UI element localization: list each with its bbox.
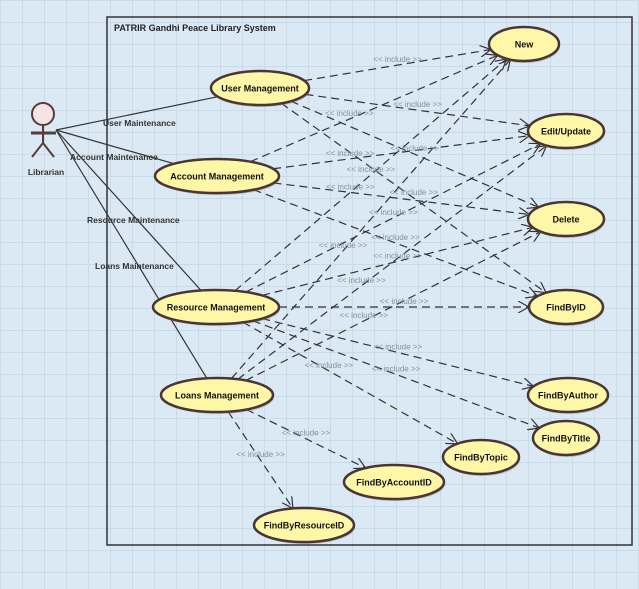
include-label: << include >> bbox=[374, 342, 423, 351]
include-label: << include >> bbox=[373, 55, 422, 64]
include-edge bbox=[250, 55, 497, 163]
actor-name: Librarian bbox=[28, 167, 64, 177]
include-label: << include >> bbox=[371, 233, 420, 242]
use-case-label: New bbox=[515, 39, 535, 49]
use-case-findbyauthor[interactable]: FindByAuthor bbox=[526, 376, 610, 414]
include-edge bbox=[261, 227, 533, 296]
use-case-findbyresourceid[interactable]: FindByResourceID bbox=[252, 506, 356, 544]
include-label: << include >> bbox=[390, 144, 439, 153]
use-case-ellipse bbox=[526, 376, 610, 414]
use-case-label: FindByTopic bbox=[454, 452, 508, 462]
use-case-findbytitle[interactable]: FindByTitle bbox=[531, 419, 601, 457]
include-label: << include >> bbox=[282, 429, 331, 438]
include-label: << include >> bbox=[347, 165, 396, 174]
association-line bbox=[55, 129, 175, 165]
use-case-resource[interactable]: Resource Management bbox=[151, 288, 281, 326]
use-case-label: FindByResourceID bbox=[264, 520, 345, 530]
include-label: << include >> bbox=[380, 297, 429, 306]
actor-librarian[interactable]: Librarian bbox=[28, 102, 64, 177]
use-case-user[interactable]: User Management bbox=[209, 69, 311, 107]
use-case-ellipse bbox=[526, 112, 606, 150]
include-edge bbox=[227, 411, 293, 509]
include-label: << include >> bbox=[326, 149, 375, 158]
use-case-loans[interactable]: Loans Management bbox=[159, 376, 275, 414]
use-case-ellipse bbox=[342, 463, 446, 501]
use-case-findbyaccountid[interactable]: FindByAccountID bbox=[342, 463, 446, 501]
use-case-label: Delete bbox=[552, 214, 579, 224]
include-edge bbox=[230, 60, 510, 379]
use-case-ellipse bbox=[151, 288, 281, 326]
include-label: << include >> bbox=[236, 450, 285, 459]
use-case-ellipse bbox=[209, 69, 311, 107]
association-label: User Maintenance bbox=[103, 118, 176, 128]
include-label: << include >> bbox=[389, 188, 438, 197]
use-case-ellipse bbox=[531, 419, 601, 457]
include-label: << include >> bbox=[337, 276, 386, 285]
use-case-ellipse bbox=[487, 25, 561, 63]
use-case-account[interactable]: Account Management bbox=[153, 157, 281, 195]
stick-figure-icon bbox=[31, 102, 56, 158]
system-boundary bbox=[106, 16, 633, 546]
use-case-label: FindByTitle bbox=[542, 433, 591, 443]
include-edge bbox=[252, 320, 539, 428]
use-case-ellipse bbox=[441, 438, 521, 476]
use-case-ellipse bbox=[153, 157, 281, 195]
association-line bbox=[55, 129, 208, 379]
include-label: << include >> bbox=[393, 100, 442, 109]
include-edge bbox=[273, 136, 529, 170]
include-edge bbox=[245, 144, 541, 293]
use-case-label: Edit/Update bbox=[541, 126, 591, 136]
include-label: << include >> bbox=[326, 182, 375, 191]
include-label: << include >> bbox=[340, 311, 389, 320]
include-edge bbox=[262, 317, 533, 387]
include-label: << include >> bbox=[325, 109, 374, 118]
use-case-label: Account Management bbox=[170, 171, 264, 181]
association-line bbox=[55, 96, 218, 131]
use-case-edit[interactable]: Edit/Update bbox=[526, 112, 606, 150]
use-case-new[interactable]: New bbox=[487, 25, 561, 63]
use-case-label: User Management bbox=[221, 83, 299, 93]
use-case-ellipse bbox=[527, 288, 605, 326]
use-case-ellipse bbox=[159, 376, 275, 414]
include-edge bbox=[246, 408, 365, 468]
include-label: << include >> bbox=[319, 241, 368, 250]
include-edge bbox=[245, 232, 541, 381]
use-case-findbytopic[interactable]: FindByTopic bbox=[441, 438, 521, 476]
system-title: PATRIR Gandhi Peace Library System bbox=[114, 23, 276, 33]
use-case-ellipse bbox=[526, 200, 606, 238]
include-edge bbox=[281, 102, 546, 292]
use-case-ellipse bbox=[252, 506, 356, 544]
use-case-label: FindByAuthor bbox=[538, 390, 598, 400]
association-label: Account Maintenance bbox=[70, 152, 158, 162]
include-edge bbox=[304, 50, 491, 82]
include-label: << include >> bbox=[372, 364, 421, 373]
include-edge bbox=[242, 321, 457, 443]
include-edge bbox=[234, 59, 507, 292]
include-edge bbox=[273, 182, 530, 215]
include-label: << include >> bbox=[373, 251, 422, 260]
association-line bbox=[55, 129, 202, 291]
include-label: << include >> bbox=[305, 361, 354, 370]
association-label: Loans Maintenance bbox=[95, 261, 174, 271]
include-edge bbox=[290, 100, 539, 207]
use-case-delete[interactable]: Delete bbox=[526, 200, 606, 238]
association-label: Resource Maintenance bbox=[87, 215, 180, 225]
include-edge bbox=[305, 93, 529, 126]
use-case-label: Resource Management bbox=[167, 302, 266, 312]
use-case-label: FindByID bbox=[546, 302, 586, 312]
use-case-findbyid[interactable]: FindByID bbox=[527, 288, 605, 326]
include-edge bbox=[253, 189, 538, 297]
use-case-label: FindByAccountID bbox=[356, 477, 432, 487]
include-label: << include >> bbox=[369, 208, 418, 217]
use-case-label: Loans Management bbox=[175, 390, 259, 400]
